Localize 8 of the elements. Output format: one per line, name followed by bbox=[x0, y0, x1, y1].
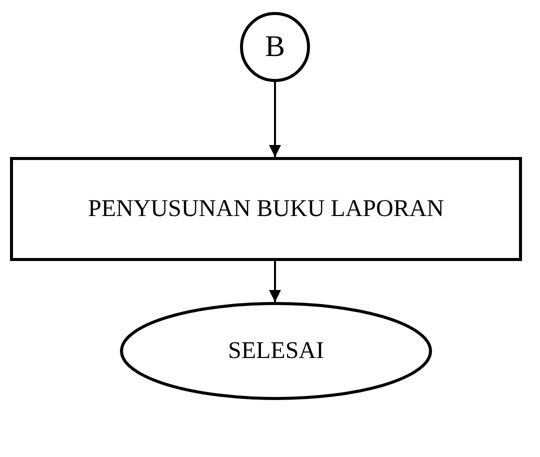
process-box bbox=[10, 157, 522, 261]
connector-circle bbox=[240, 12, 310, 82]
node-label: B bbox=[264, 30, 285, 64]
arrow bbox=[269, 261, 281, 302]
node-label: SELESAI bbox=[228, 338, 324, 364]
arrow bbox=[269, 82, 281, 157]
node-label: PENYUSUNAN BUKU LAPORAN bbox=[88, 196, 444, 222]
terminator-ellipse bbox=[120, 302, 432, 400]
